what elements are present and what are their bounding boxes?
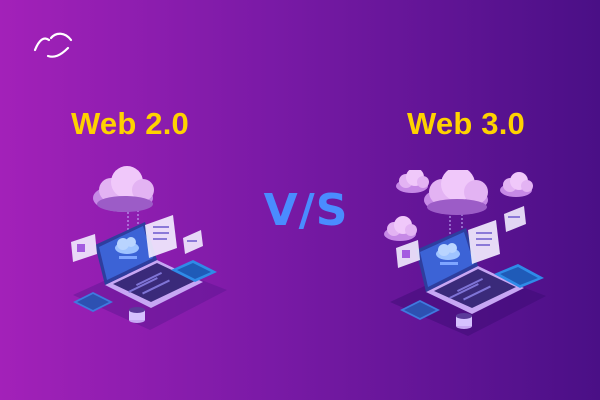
multi-cloud-laptop-devices-icon bbox=[384, 170, 546, 336]
cloud-laptop-devices-icon bbox=[71, 166, 227, 330]
web3-title: Web 3.0 bbox=[407, 106, 525, 141]
web2-title: Web 2.0 bbox=[71, 106, 189, 141]
swoosh-logo-icon bbox=[33, 32, 73, 58]
versus-label: V/S bbox=[263, 185, 349, 236]
